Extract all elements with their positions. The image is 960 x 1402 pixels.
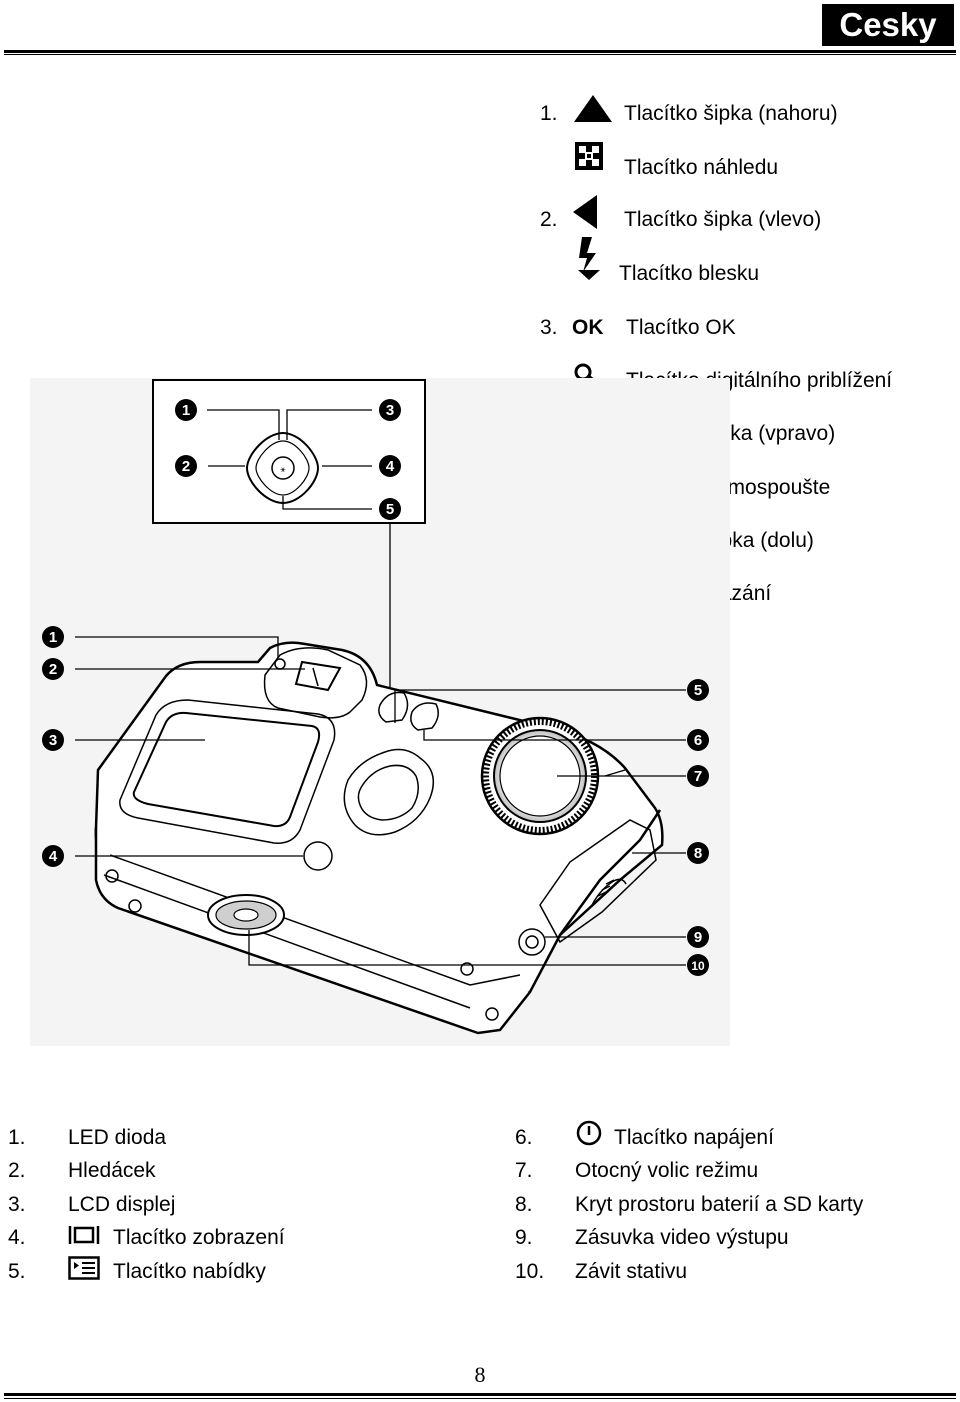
keypad-num-1: 1. (540, 102, 558, 125)
preview-icon (575, 142, 603, 170)
camera-diagram: ⚹ (30, 378, 730, 1046)
svg-text:1: 1 (182, 402, 190, 419)
part-num-2: 2. (8, 1159, 26, 1182)
svg-text:3: 3 (386, 402, 394, 419)
part-num-5: 5. (8, 1260, 26, 1283)
part-label-2: Hledácek (68, 1159, 156, 1182)
svg-text:3: 3 (49, 732, 57, 749)
keypad-label-flash: Tlacítko blesku (619, 262, 760, 285)
part-num-6: 6. (515, 1126, 533, 1149)
svg-text:5: 5 (694, 682, 702, 699)
tripod-socket (207, 894, 285, 936)
part-num-3: 3. (8, 1193, 26, 1216)
badge-6: 6 (687, 729, 709, 751)
badge-9: 9 (687, 926, 709, 948)
part-num-1: 1. (8, 1126, 26, 1149)
svg-text:2: 2 (182, 458, 190, 475)
svg-text:4: 4 (386, 458, 395, 475)
svg-text:6: 6 (694, 732, 702, 749)
part-label-5: Tlacítko nabídky (113, 1260, 266, 1283)
page-number: 8 (474, 1362, 486, 1387)
part-num-4: 4. (8, 1226, 26, 1249)
language-header: Cesky (822, 4, 954, 46)
footer-rule (4, 1393, 956, 1396)
keypad-num-2: 2. (540, 208, 558, 231)
part-num-8: 8. (515, 1193, 533, 1216)
svg-text:1: 1 (49, 629, 57, 646)
keypad-label-up: Tlacítko šipka (nahoru) (624, 102, 838, 125)
left-arrow-icon (573, 195, 597, 229)
power-icon (576, 1120, 602, 1146)
keypad-label-preview: Tlacítko náhledu (624, 156, 779, 179)
inset-badge-5: 5 (379, 498, 401, 520)
keypad-num-3: 3. (540, 316, 558, 339)
svg-text:8: 8 (694, 845, 702, 862)
ok-icon: OK (572, 316, 604, 339)
part-label-7: Otocný volic režimu (575, 1159, 759, 1182)
keypad-label-ok: Tlacítko OK (626, 316, 736, 339)
badge-4: 4 (42, 845, 64, 867)
part-label-8: Kryt prostoru baterií a SD karty (575, 1193, 864, 1216)
header-rule-thin (4, 54, 956, 55)
badge-5: 5 (687, 679, 709, 701)
inset-badge-2: 2 (175, 455, 197, 477)
part-label-6: Tlacítko napájení (614, 1126, 774, 1149)
badge-1: 1 (42, 626, 64, 648)
menu-icon (68, 1256, 100, 1280)
svg-text:9: 9 (694, 929, 702, 946)
part-num-9: 9. (515, 1226, 533, 1249)
badge-10: 10 (687, 954, 709, 976)
part-label-10: Závit stativu (575, 1260, 688, 1283)
up-arrow-icon (574, 95, 612, 122)
inset-badge-3: 3 (379, 399, 401, 421)
inset-pad: ⚹ (245, 431, 320, 505)
part-label-4: Tlacítko zobrazení (113, 1226, 285, 1249)
callout-badges: 1 2 3 4 5 1 2 3 4 5 6 7 8 9 10 (42, 399, 709, 976)
svg-text:4: 4 (49, 848, 58, 865)
flash-icon (578, 237, 600, 280)
inset-badge-1: 1 (175, 399, 197, 421)
header-rule (4, 50, 956, 53)
lens (480, 716, 600, 836)
footer-rule-thin (4, 1398, 956, 1399)
svg-text:⚹: ⚹ (280, 465, 286, 475)
badge-3: 3 (42, 729, 64, 751)
badge-8: 8 (687, 842, 709, 864)
part-num-10: 10. (515, 1260, 545, 1283)
svg-text:5: 5 (386, 501, 394, 518)
svg-text:2: 2 (49, 661, 57, 678)
keypad-label-left: Tlacítko šipka (vlevo) (624, 208, 822, 231)
display-icon (68, 1226, 100, 1244)
inset-badge-4: 4 (379, 455, 401, 477)
part-label-9: Zásuvka video výstupu (575, 1226, 789, 1249)
badge-7: 7 (687, 765, 709, 787)
svg-text:10: 10 (691, 959, 705, 973)
part-label-1: LED dioda (68, 1126, 167, 1149)
badge-2: 2 (42, 658, 64, 680)
part-num-7: 7. (515, 1159, 533, 1182)
svg-text:7: 7 (694, 768, 702, 785)
part-label-3: LCD displej (68, 1193, 176, 1216)
